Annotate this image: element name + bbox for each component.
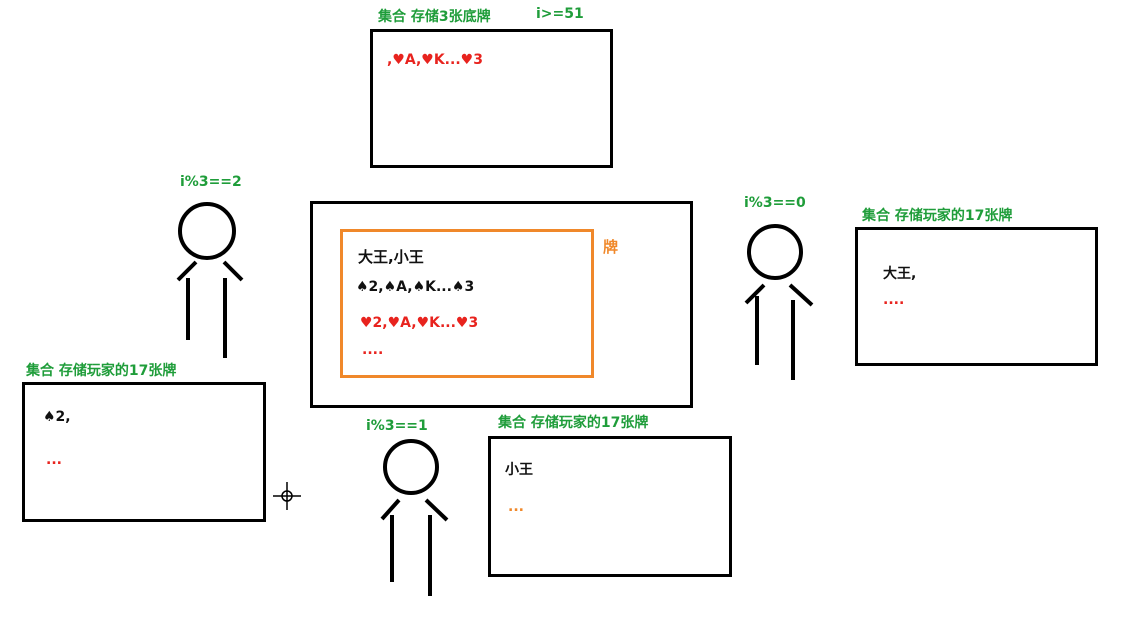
player-right-line1: 大王, [883, 266, 917, 282]
crosshair-cursor-icon [273, 482, 301, 510]
player-left-box: ♠2, ... [22, 382, 266, 522]
player-right-title: 集合 存储玩家的17张牌 [862, 208, 1013, 224]
stick-figure-left [176, 202, 244, 358]
deck-outer-box [310, 201, 693, 408]
bottom-cards-box: ,♥A,♥K...♥3 [370, 29, 613, 168]
player-bottom-title: 集合 存储玩家的17张牌 [498, 415, 649, 431]
deck-inner-box: 大王,小王 ♠2,♠A,♠K...♠3 ♥2,♥A,♥K...♥3 .... [340, 229, 594, 378]
player-left-line1: ♠2, [43, 409, 71, 425]
deck-ellipsis: .... [362, 342, 384, 358]
player-right-box: 大王, .... [855, 227, 1098, 366]
player-bottom-condition: i%3==1 [366, 418, 428, 434]
player-bottom-line1: 小王 [505, 462, 533, 478]
player-left-title: 集合 存储玩家的17张牌 [26, 363, 177, 379]
deck-spades: ♠2,♠A,♠K...♠3 [356, 279, 475, 295]
player-right-ellipsis: .... [883, 292, 905, 308]
deck-hearts: ♥2,♥A,♥K...♥3 [360, 315, 479, 331]
bottom-cards-title: 集合 存储3张底牌 [378, 9, 491, 25]
player-left-ellipsis: ... [46, 452, 62, 468]
player-left-condition: i%3==2 [180, 174, 242, 190]
stick-figure-bottom [380, 439, 449, 596]
bottom-cards-content: ,♥A,♥K...♥3 [387, 52, 483, 68]
player-bottom-ellipsis: ... [508, 499, 524, 515]
bottom-cards-condition: i>=51 [536, 6, 584, 22]
player-right-condition: i%3==0 [744, 195, 806, 211]
stick-figure-right [744, 224, 814, 380]
deck-label: 牌 [603, 238, 619, 256]
deck-jokers: 大王,小王 [358, 248, 424, 266]
player-bottom-box: 小王 ... [488, 436, 732, 577]
